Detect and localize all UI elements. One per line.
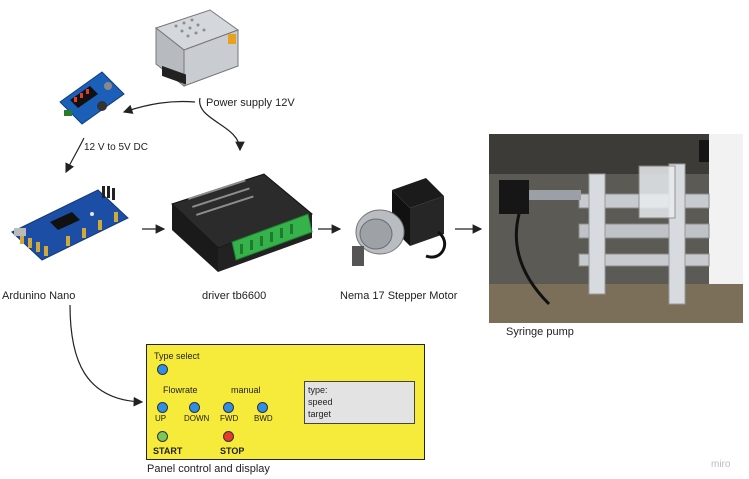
stop-button[interactable] xyxy=(223,431,234,442)
down-button[interactable] xyxy=(189,402,200,413)
arrow-psu-to-driver xyxy=(199,97,245,152)
motor-label: Nema 17 Stepper Motor xyxy=(340,290,458,302)
arduino-image xyxy=(11,186,129,261)
type-select-button[interactable] xyxy=(157,364,168,375)
manual-label: manual xyxy=(231,385,261,395)
power-supply-image xyxy=(154,9,240,88)
fwd-button[interactable] xyxy=(223,402,234,413)
down-label: DOWN xyxy=(184,414,210,423)
converter-label: 12 V to 5V DC xyxy=(84,142,148,153)
bwd-button[interactable] xyxy=(257,402,268,413)
fwd-label: FWD xyxy=(220,414,239,423)
bwd-label: BWD xyxy=(254,414,273,423)
control-panel: Type select Flowrate manual UP DOWN FWD … xyxy=(146,344,425,460)
watermark: miro xyxy=(711,459,731,470)
arrow-psu-to-converter xyxy=(122,100,196,114)
display-line-speed: speed xyxy=(308,397,333,407)
arrow-converter-to-arduino xyxy=(65,137,85,174)
display-screen: type: speed target xyxy=(304,381,415,424)
stop-label: STOP xyxy=(220,446,245,456)
power-supply-label: Power supply 12V xyxy=(206,97,295,109)
arduino-label: Ardunino Nano xyxy=(2,290,76,302)
driver-image xyxy=(171,173,313,272)
flowrate-label: Flowrate xyxy=(163,385,198,395)
panel-label: Panel control and display xyxy=(147,463,270,475)
display-line-target: target xyxy=(308,409,332,419)
syringe-pump-image xyxy=(489,134,743,323)
start-button[interactable] xyxy=(157,431,168,442)
arrow-arduino-to-panel xyxy=(69,304,144,407)
converter-image xyxy=(59,71,125,125)
driver-label: driver tb6600 xyxy=(202,290,267,302)
display-line-type: type: xyxy=(308,385,328,395)
up-label: UP xyxy=(155,414,167,423)
up-button[interactable] xyxy=(157,402,168,413)
start-label: START xyxy=(153,446,183,456)
syringe-label: Syringe pump xyxy=(506,326,574,338)
type-select-label: Type select xyxy=(154,351,200,361)
motor-image xyxy=(352,178,447,266)
